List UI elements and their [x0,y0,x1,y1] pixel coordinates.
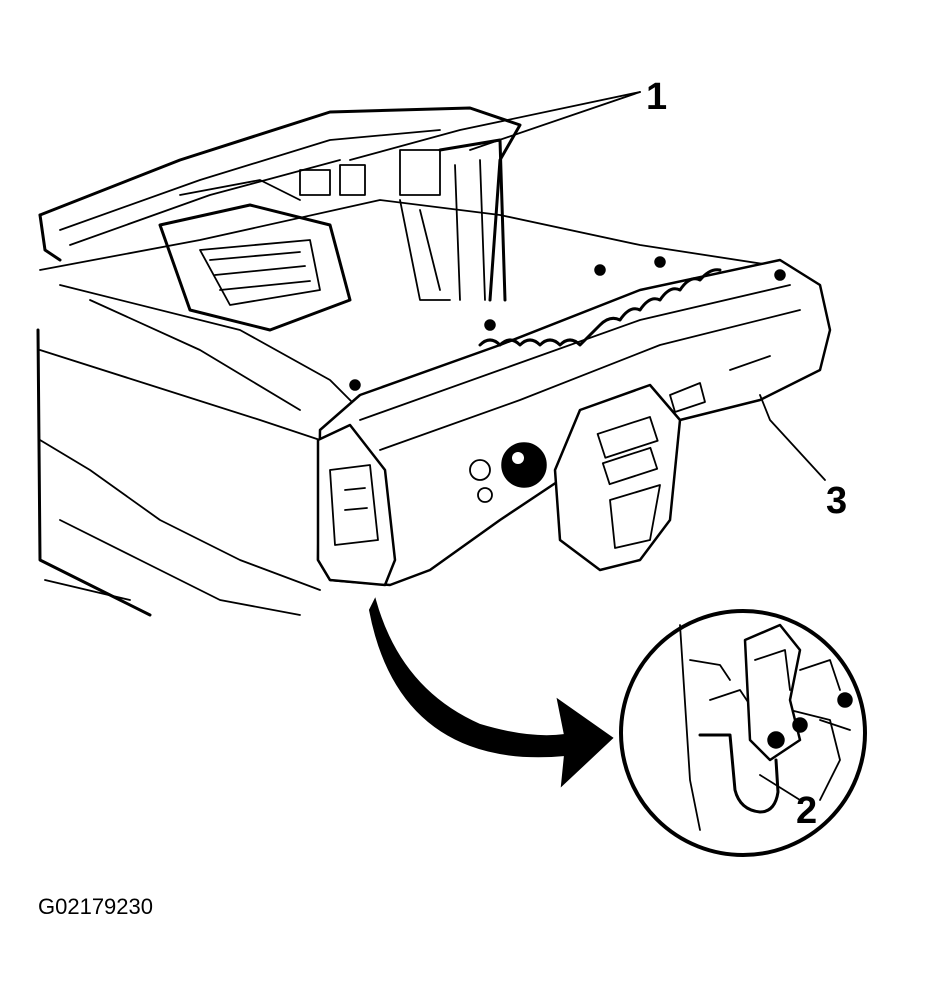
callout-2: 2 [796,790,818,832]
callout-3: 3 [826,480,848,522]
callout-leaders [349,91,826,481]
instrument-panel-carrier [316,256,832,587]
detail-arrow [368,597,614,788]
figure-id: G02179230 [38,894,153,919]
hvac-module [158,149,451,332]
wiring-harness [39,199,771,441]
callout-1: 1 [646,76,668,118]
detail-view [619,609,867,857]
